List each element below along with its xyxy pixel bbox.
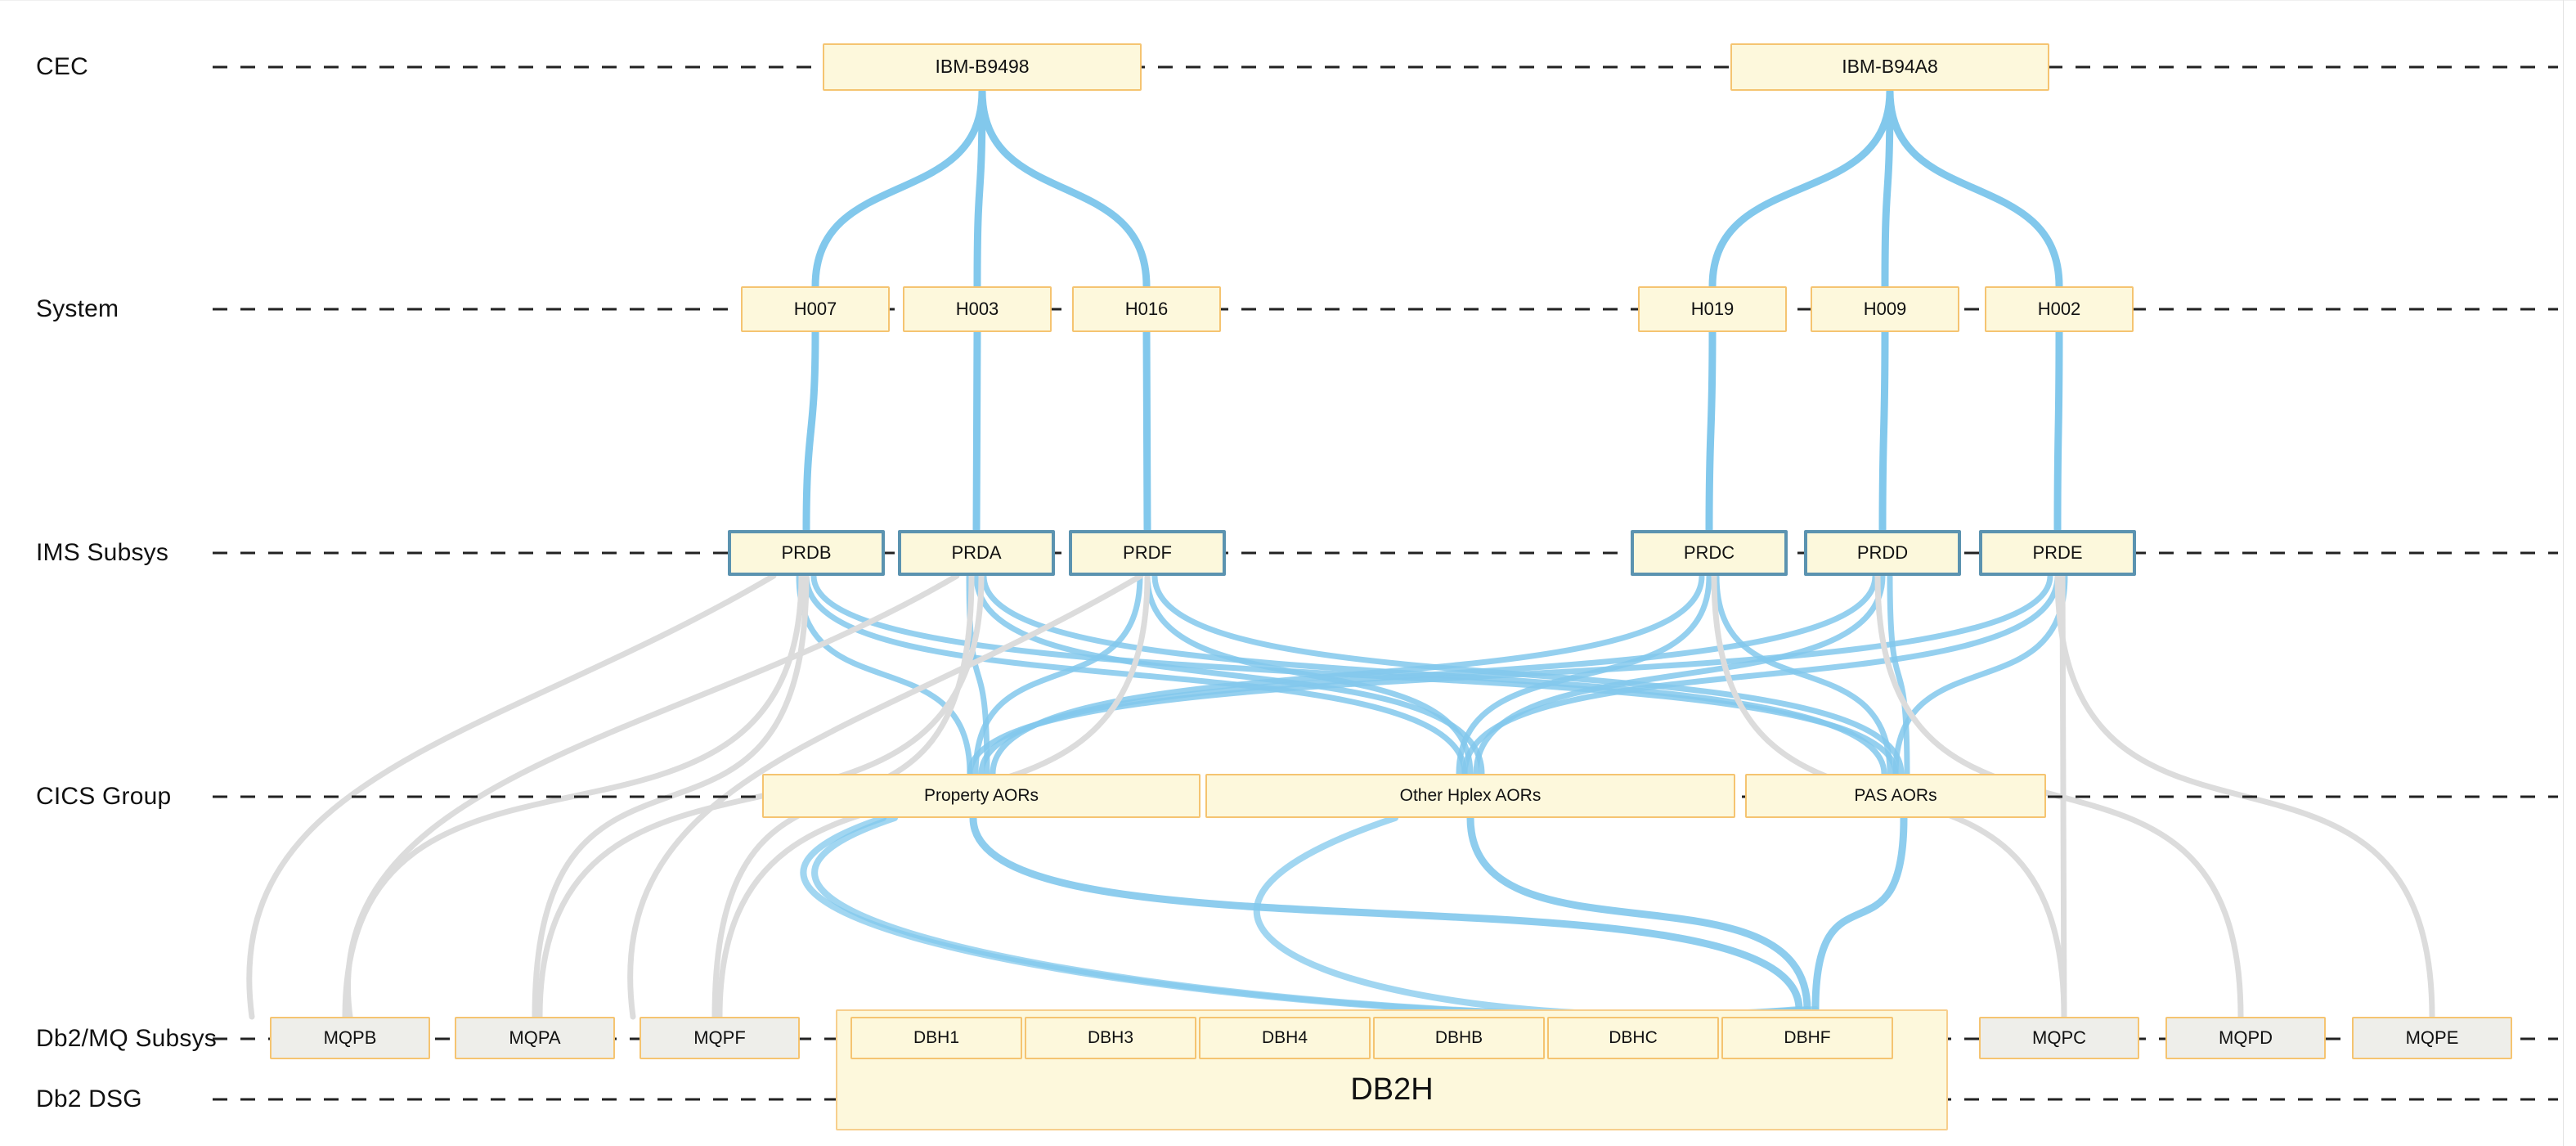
node-dbh1[interactable]: DBH1: [850, 1017, 1022, 1059]
vertical-scroll-edge[interactable]: [2563, 0, 2564, 1146]
edge-system-ims-1: [972, 328, 981, 534]
node-prdb[interactable]: PRDB: [728, 530, 885, 576]
edge-system-ims-0: [802, 328, 819, 534]
node-mqpd[interactable]: MQPD: [2165, 1017, 2326, 1059]
edge-ims-cics-0: [796, 573, 973, 777]
node-pasaors[interactable]: PAS AORs: [1745, 774, 2046, 818]
edge-cec-system-1: [973, 87, 986, 290]
node-propertyaors[interactable]: Property AORs: [762, 774, 1200, 818]
node-h002[interactable]: H002: [1985, 286, 2134, 332]
edge-ims-cics-11: [1713, 573, 1893, 777]
node-prde[interactable]: PRDE: [1979, 530, 2136, 576]
node-dbh3[interactable]: DBH3: [1025, 1017, 1196, 1059]
edge-cec-system-3: [1708, 87, 1894, 290]
node-h016[interactable]: H016: [1072, 286, 1221, 332]
node-h019[interactable]: H019: [1638, 286, 1787, 332]
edge-cec-system-0: [811, 87, 986, 290]
edge-ims-cics-10: [1456, 573, 1712, 777]
node-h009[interactable]: H009: [1811, 286, 1959, 332]
edge-ims-cics-6: [972, 573, 1143, 777]
node-prda[interactable]: PRDA: [898, 530, 1055, 576]
edge-system-ims-5: [2053, 328, 2063, 534]
edge-cics-db2-2: [1811, 814, 1908, 1013]
edge-cec-system-5: [1886, 87, 2063, 290]
edge-ims-cics-16: [1461, 573, 2061, 777]
edge-ims-mq-sweep-1: [345, 573, 960, 1020]
node-h007[interactable]: H007: [741, 286, 890, 332]
node-prdf[interactable]: PRDF: [1069, 530, 1226, 576]
edge-cics-db2-1: [1466, 814, 1811, 1013]
edge-ims-cics-1: [803, 573, 1468, 777]
node-ibm-b9498[interactable]: IBM-B9498: [823, 43, 1142, 91]
node-mqpf[interactable]: MQPF: [640, 1017, 800, 1059]
edge-system-ims-3: [1705, 328, 1717, 534]
edge-cics-db2-0: [969, 814, 1803, 1013]
edge-ims-mq-8: [2059, 573, 2067, 1020]
node-dbh4[interactable]: DBH4: [1199, 1017, 1371, 1059]
row-label-ims: IMS Subsys: [36, 539, 169, 566]
row-label-system: System: [36, 295, 119, 322]
node-ibm-b94a8[interactable]: IBM-B94A8: [1730, 43, 2049, 91]
edge-ims-mq-sweep-0: [246, 573, 777, 1020]
node-prdd[interactable]: PRDD: [1804, 530, 1961, 576]
row-label-cec: CEC: [36, 53, 88, 80]
node-dbhc[interactable]: DBHC: [1547, 1017, 1719, 1059]
row-label-dsg: Db2 DSG: [36, 1085, 142, 1112]
edge-ims-cics-15: [967, 573, 2053, 777]
node-dbhb[interactable]: DBHB: [1373, 1017, 1545, 1059]
node-dbhf[interactable]: DBHF: [1721, 1017, 1893, 1059]
edge-cec-system-2: [978, 87, 1151, 290]
node-h003[interactable]: H003: [903, 286, 1052, 332]
node-mqpa[interactable]: MQPA: [455, 1017, 615, 1059]
edge-system-ims-4: [1878, 328, 1889, 534]
canvas-top-border: [0, 0, 2576, 1]
node-mqpc[interactable]: MQPC: [1979, 1017, 2139, 1059]
node-otherhplex[interactable]: Other Hplex AORs: [1205, 774, 1735, 818]
edge-ims-mq-sweep-2: [627, 573, 1144, 1020]
node-mqpb[interactable]: MQPB: [270, 1017, 430, 1059]
node-mqpe[interactable]: MQPE: [2352, 1017, 2512, 1059]
row-label-db2mq: Db2/MQ Subsys: [36, 1025, 218, 1052]
edge-ims-cics-7: [1144, 573, 1474, 777]
edge-ims-cics-17: [1892, 573, 2068, 777]
edge-cec-system-4: [1881, 87, 1894, 290]
row-label-cics: CICS Group: [36, 783, 172, 810]
node-prdc[interactable]: PRDC: [1631, 530, 1788, 576]
